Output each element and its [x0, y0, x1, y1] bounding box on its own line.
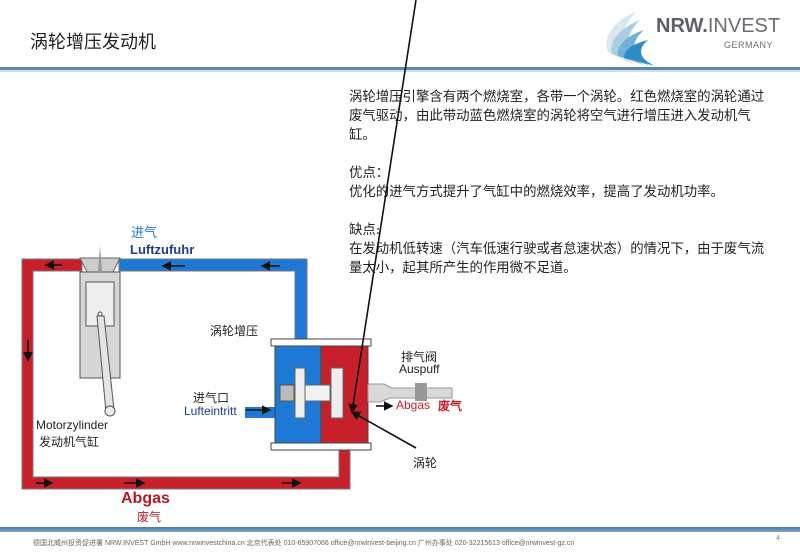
- page-number: 4: [776, 535, 780, 542]
- cons-text: 在发动机低转速（汽车低速行驶或者怠速状态）的情况下，由于废气流量太小，起其所产生…: [349, 242, 765, 276]
- page-title: 涡轮增压发动机: [30, 32, 156, 53]
- logo-name-bold: NRW.: [656, 15, 708, 37]
- exhaust-out-label-cn: 废气: [438, 399, 463, 413]
- exhaust-muffler: [367, 383, 453, 403]
- body-text: 涡轮增压引擎含有两个燃烧室，各带一个涡轮。红色燃烧室的涡轮通过废气驱动，由此带动…: [349, 88, 774, 297]
- cylinder-label-cn: 发动机气缸: [39, 435, 100, 449]
- logo-subtitle: GERMANY: [724, 40, 774, 50]
- intake-label-cn: 进气: [131, 225, 158, 240]
- footer-divider: [0, 527, 800, 532]
- intro-paragraph: 涡轮增压引擎含有两个燃烧室，各带一个涡轮。红色燃烧室的涡轮通过废气驱动，由此带动…: [349, 90, 765, 143]
- cylinder-label-de: Motorzylinder: [36, 418, 109, 432]
- pros-heading: 优点：: [349, 166, 390, 181]
- header-divider-shadow: [0, 70, 800, 72]
- air-inlet-label-de: Lufteintritt: [184, 404, 237, 418]
- exhaust-valve-label-cn: 排气阀: [401, 350, 438, 364]
- turbine-label: 涡轮: [413, 456, 438, 470]
- header-divider: [0, 67, 800, 70]
- pros-text: 优化的进气方式提升了气缸中的燃烧效率，提高了发动机功率。: [349, 185, 724, 200]
- turbo-label: 涡轮增压: [210, 324, 259, 338]
- cons-heading: 缺点:: [349, 223, 381, 238]
- exhaust-label-de: Abgas: [121, 490, 170, 507]
- engine-cylinder: [79, 246, 121, 417]
- air-inlet-label-cn: 进气口: [193, 391, 230, 405]
- flow-arrows: [23, 0, 417, 488]
- exhaust-valve-label-de: Auspuff: [399, 362, 440, 376]
- logo-name-light: INVEST: [707, 15, 781, 37]
- logo-swoosh-icon: [606, 12, 656, 66]
- exhaust-label-cn: 废气: [137, 510, 162, 524]
- exhaust-out-label-de: Abgas: [396, 398, 431, 412]
- footer-text: 德国北威州投资促进署 NRW.INVEST GmbH www.nrwinvest…: [33, 540, 575, 547]
- turbocharger-housing: [270, 338, 372, 451]
- intake-label-de: Luftzufuhr: [130, 242, 195, 257]
